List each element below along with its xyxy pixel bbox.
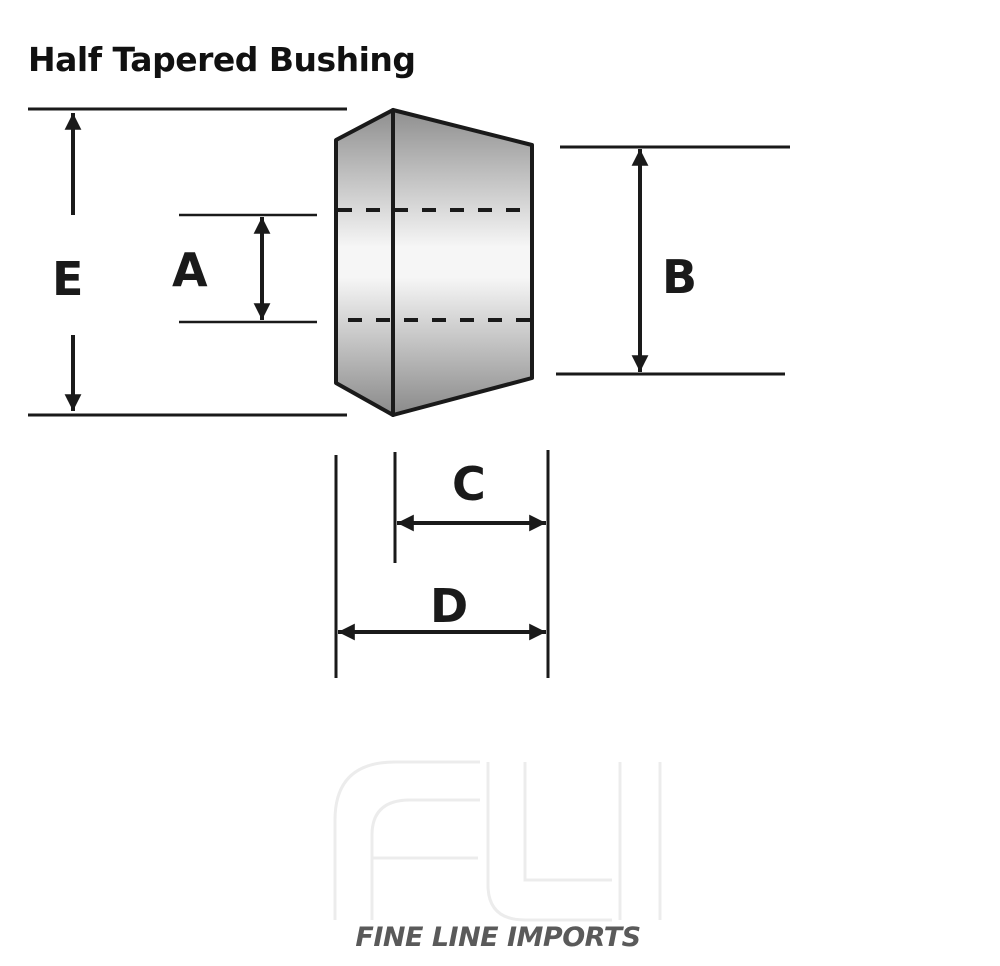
dimension-label-c: C [452, 457, 486, 511]
watermark-brand-text: FINE LINE IMPORTS [355, 922, 641, 953]
dimension-c [393, 450, 550, 678]
dimension-label-b: B [662, 250, 697, 304]
dimension-e [28, 107, 347, 417]
dimension-a [179, 213, 317, 324]
watermark-logo [333, 760, 662, 922]
dimension-label-d: D [430, 579, 468, 633]
dimension-b [556, 145, 790, 376]
bushing-shape [334, 108, 534, 417]
dimension-label-e: E [52, 252, 83, 306]
dimension-label-a: A [172, 243, 208, 297]
page-title: Half Tapered Bushing [28, 40, 416, 79]
dimension-d [334, 455, 546, 678]
